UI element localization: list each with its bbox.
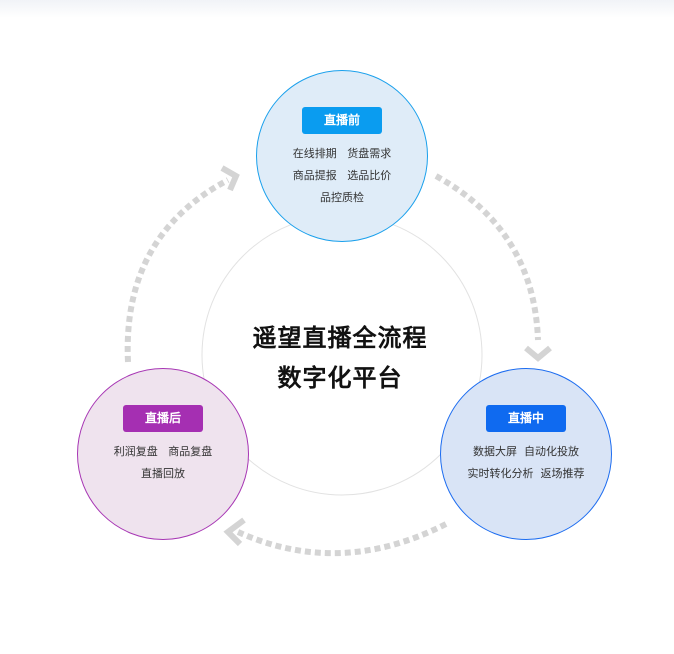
stage-post-live: 直播后 利润复盘 商品复盘 直播回放	[77, 368, 249, 540]
item-realtime-conversion: 实时转化分析	[467, 467, 534, 480]
item-profit-review: 利润复盘	[113, 445, 158, 458]
stage-pre-live: 直播前 在线排期 货盘需求 商品提报 选品比价 品控质检	[256, 70, 428, 242]
item-quality-inspection: 品控质检	[320, 191, 364, 204]
stage-pre-live-badge: 直播前	[302, 107, 382, 134]
stage-pre-live-items: 在线排期 货盘需求 商品提报 选品比价 品控质检	[257, 143, 427, 209]
arrowhead-live	[524, 345, 552, 362]
item-product-submission: 商品提报	[292, 169, 337, 182]
item-replay-recommendation: 返场推荐	[540, 467, 585, 480]
item-live-playback: 直播回放	[141, 467, 185, 480]
item-online-scheduling: 在线排期	[292, 147, 337, 160]
item-product-demand: 货盘需求	[347, 147, 392, 160]
arrowhead-post	[223, 517, 246, 547]
center-title: 遥望直播全流程 数字化平台	[220, 318, 460, 398]
item-data-dashboard: 数据大屏	[473, 445, 517, 458]
item-price-comparison: 选品比价	[347, 169, 392, 182]
flow-arrow-pre-to-live	[434, 173, 541, 341]
center-title-line2: 数字化平台	[277, 364, 403, 392]
stage-post-live-badge: 直播后	[123, 405, 203, 432]
center-title-line1: 遥望直播全流程	[252, 324, 428, 352]
stage-during-live-items: 数据大屏 自动化投放 实时转化分析 返场推荐	[441, 441, 611, 485]
arrowhead-pre	[220, 165, 240, 192]
stage-post-live-items: 利润复盘 商品复盘 直播回放	[78, 441, 248, 485]
top-shadow	[0, 0, 674, 18]
item-product-review: 商品复盘	[168, 445, 213, 458]
flow-arrow-live-to-post	[236, 521, 448, 557]
stage-during-live-badge: 直播中	[486, 405, 566, 432]
flow-arrow-post-to-pre	[124, 177, 230, 363]
stage-during-live: 直播中 数据大屏 自动化投放 实时转化分析 返场推荐	[440, 368, 612, 540]
item-auto-ad-delivery: 自动化投放	[524, 445, 579, 458]
